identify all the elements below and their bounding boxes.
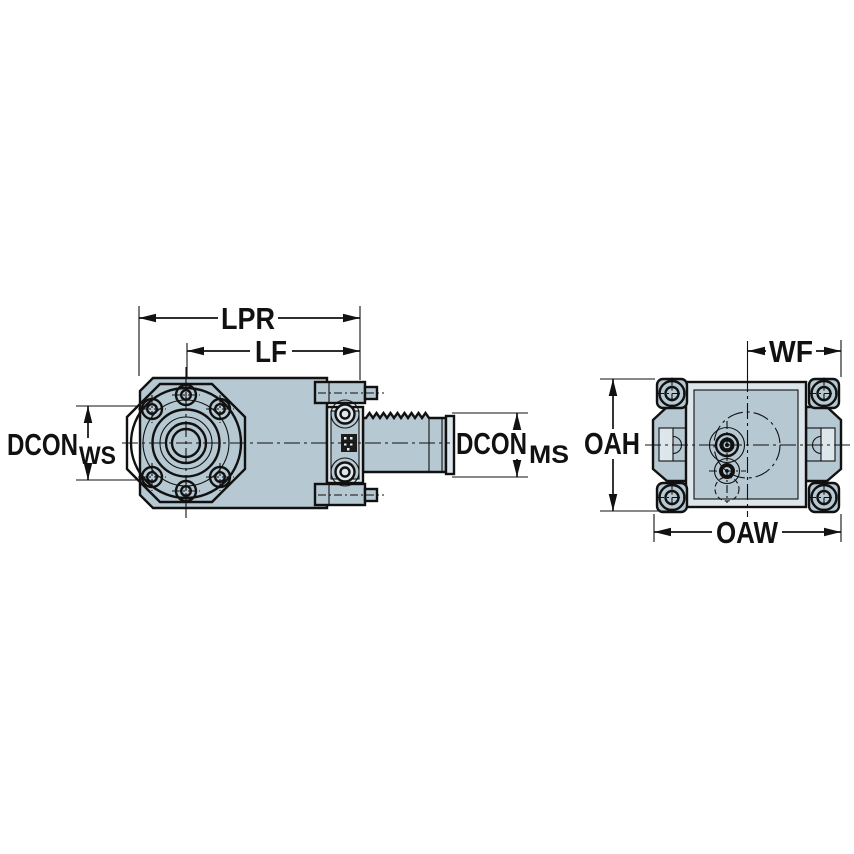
flange-bolts — [138, 381, 234, 505]
bolt — [206, 463, 234, 491]
bolt — [138, 463, 166, 491]
bolt — [206, 395, 234, 423]
dimension-lpr: LPR — [138, 301, 361, 380]
dimension-lf: LF — [186, 334, 360, 377]
clamp-screw-top — [330, 399, 360, 429]
lug — [655, 481, 689, 514]
dimension-oah: OAH — [584, 378, 671, 512]
end-view — [645, 376, 853, 517]
label-lf: LF — [255, 334, 287, 369]
dimension-oaw: OAW — [653, 514, 842, 550]
dimension-dcon-ws: DCON WS — [7, 405, 139, 481]
label-oah: OAH — [584, 426, 640, 461]
label-dcon-ws-sub: WS — [79, 442, 116, 470]
lug — [807, 377, 841, 410]
label-oaw: OAW — [716, 515, 779, 550]
label-dcon-ms: DCON — [456, 426, 527, 461]
front-view — [122, 367, 456, 519]
right-bracket — [804, 405, 843, 483]
label-wf: WF — [769, 334, 813, 369]
label-dcon-ws: DCON — [7, 427, 78, 462]
corner-lugs — [655, 377, 841, 514]
label-dcon-ms-sub: MS — [529, 441, 569, 469]
bolt — [138, 395, 166, 423]
clamp-screw-bottom — [330, 457, 360, 487]
dimension-wf: WF — [746, 334, 842, 377]
left-bracket — [651, 405, 690, 483]
lug — [807, 481, 841, 514]
lug — [655, 377, 689, 410]
label-lpr: LPR — [221, 301, 275, 336]
dimension-dcon-ms: DCON MS — [452, 412, 569, 478]
shaft-end-cap — [444, 414, 456, 476]
